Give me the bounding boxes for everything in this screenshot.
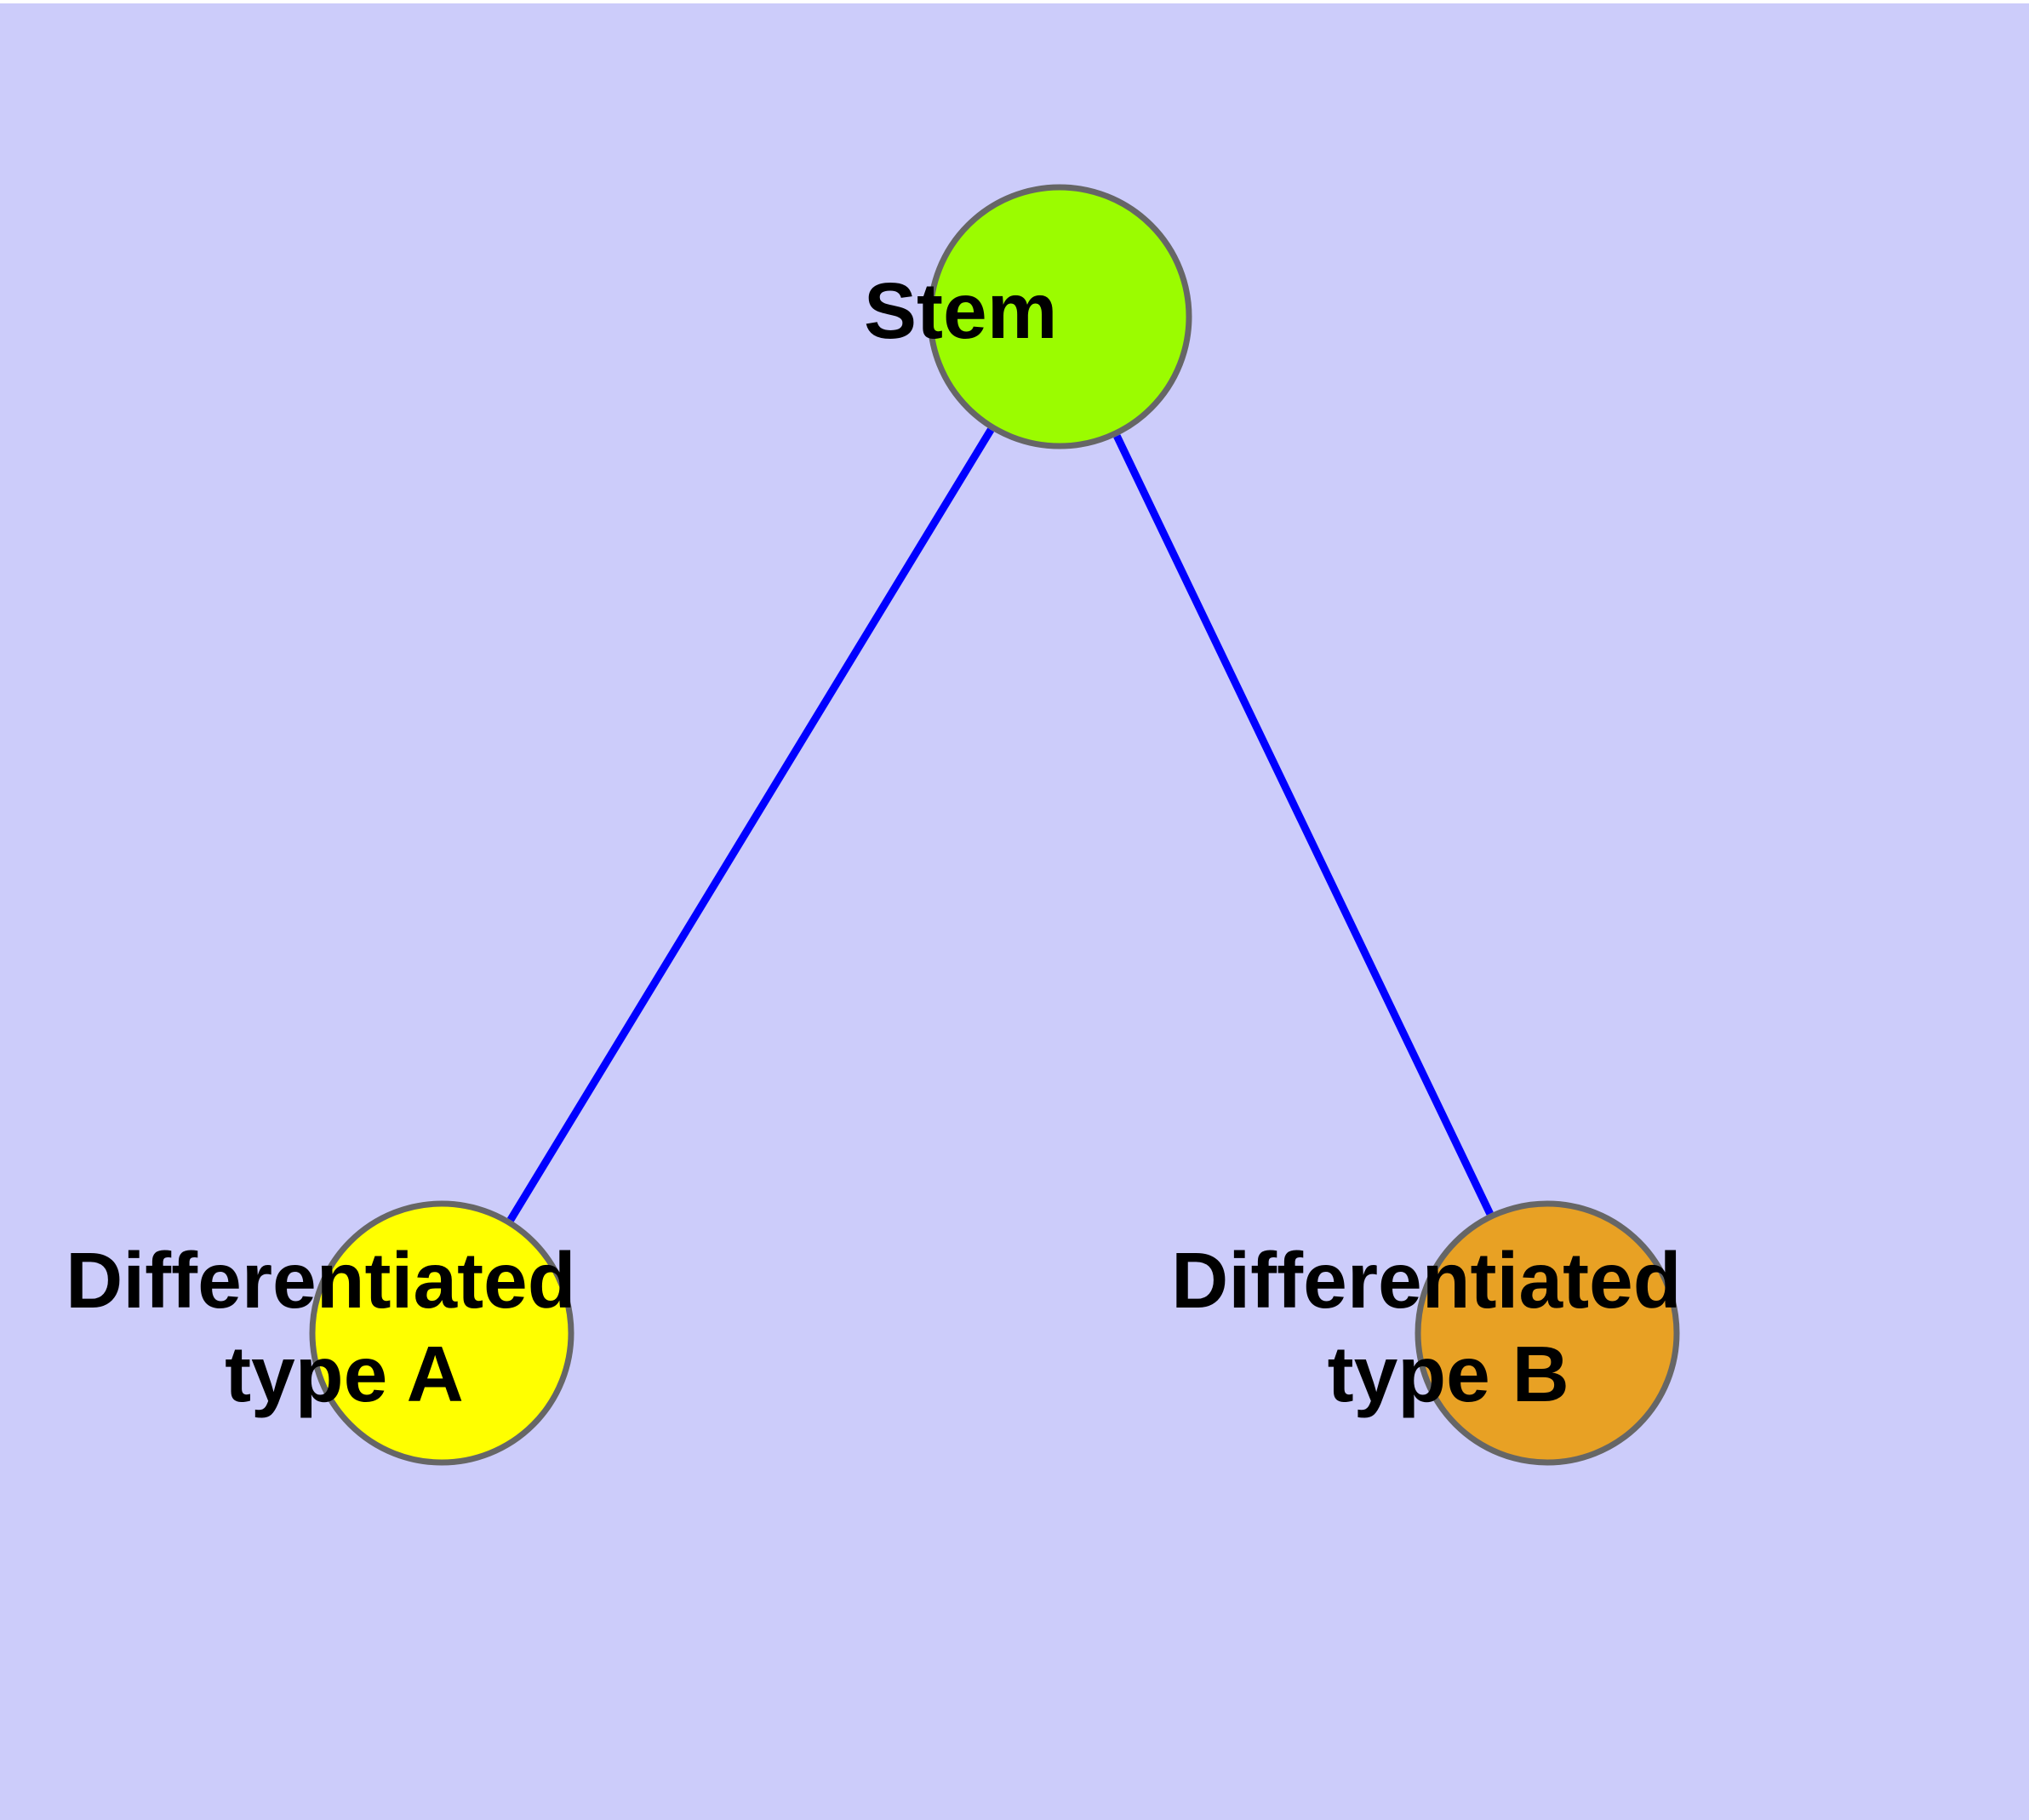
node-differentiated-type-a-circle[interactable] bbox=[309, 1200, 574, 1466]
node-differentiated-type-b-label-line-2: type B bbox=[1328, 1330, 1569, 1418]
edge-layer bbox=[506, 427, 1494, 1222]
node-stem-circle[interactable] bbox=[927, 184, 1192, 449]
node-stem[interactable]: Stem bbox=[864, 184, 1255, 449]
node-differentiated-type-a-label: Differentiated type A bbox=[66, 1236, 818, 1418]
node-differentiated-type-b[interactable]: Differentiated type B bbox=[1171, 1200, 1923, 1466]
node-differentiated-type-b-label-line-1: Differentiated bbox=[1171, 1236, 1681, 1325]
node-differentiated-type-b-circle[interactable] bbox=[1415, 1200, 1680, 1466]
node-differentiated-type-a[interactable]: Differentiated type A bbox=[66, 1200, 818, 1466]
node-differentiated-type-b-label: Differentiated type B bbox=[1171, 1236, 1923, 1418]
edge-stem-to-differentiated-type-a[interactable] bbox=[506, 427, 995, 1222]
node-layer: Stem Differentiated type A Differentiate… bbox=[66, 184, 1923, 1466]
edge-stem-to-differentiated-type-b[interactable] bbox=[1113, 434, 1494, 1216]
node-stem-label-line-1: Stem bbox=[864, 266, 1057, 355]
node-stem-label: Stem bbox=[864, 266, 1255, 355]
node-differentiated-type-a-label-line-1: Differentiated bbox=[66, 1236, 575, 1325]
node-differentiated-type-a-label-line-2: type A bbox=[225, 1330, 462, 1418]
